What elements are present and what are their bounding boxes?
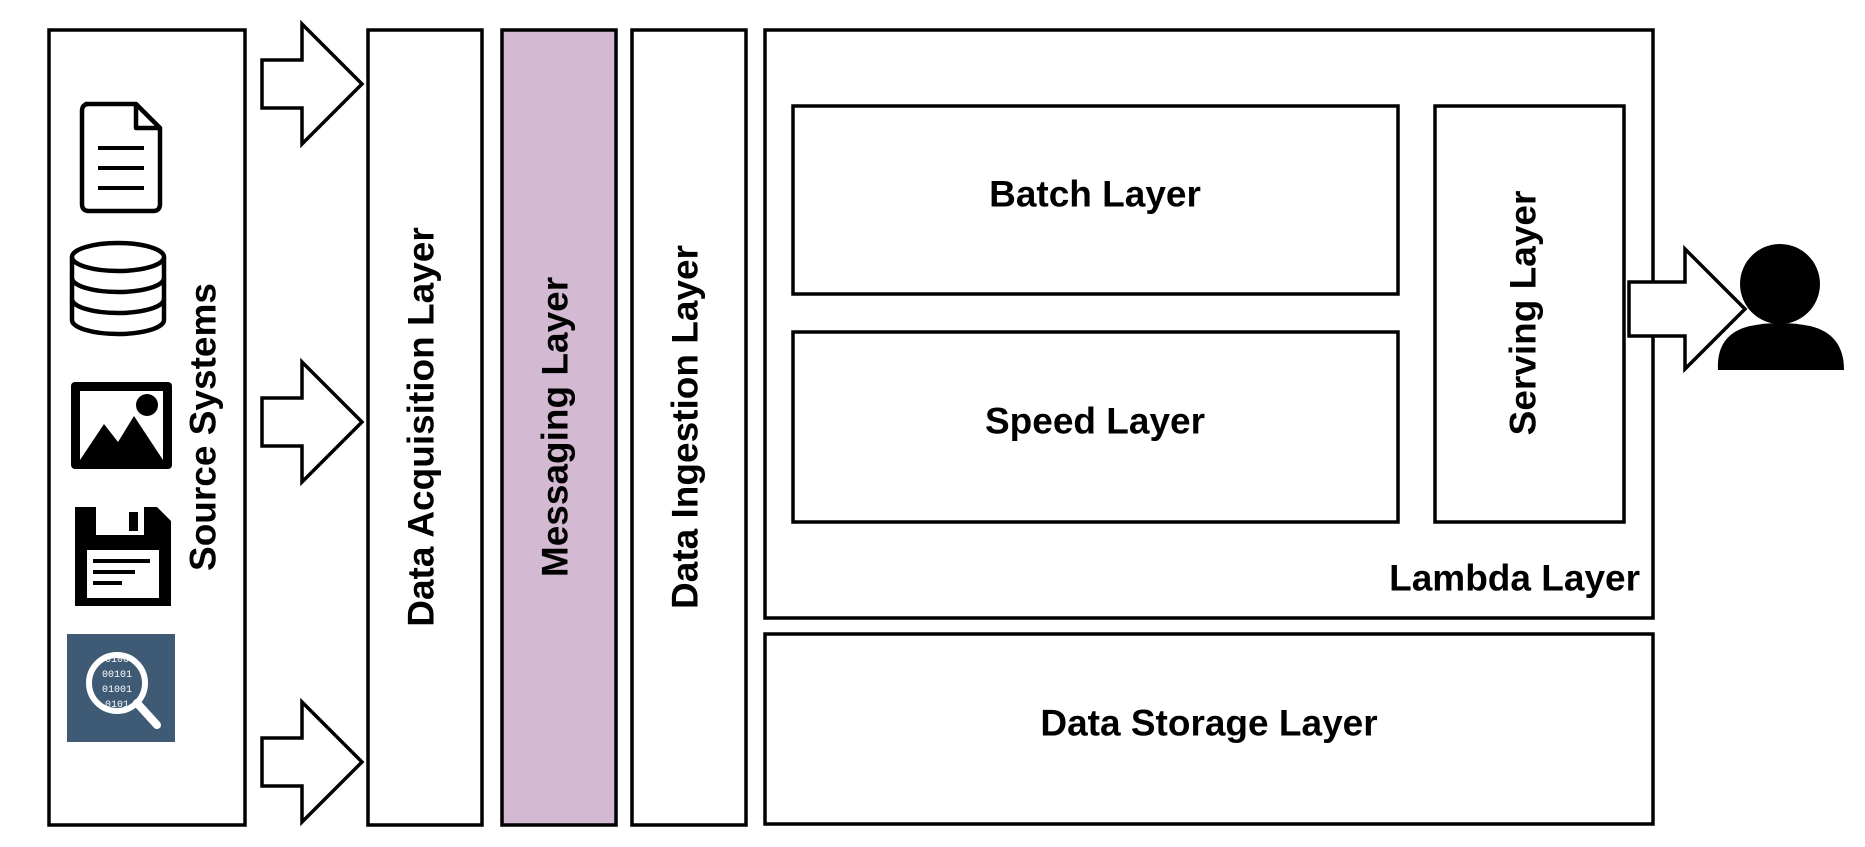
flow-arrows [260, 19, 365, 827]
binary-line-3: 01001 [102, 685, 132, 696]
user-icon [1717, 244, 1844, 370]
data-storage-layer-label: Data Storage Layer [1040, 703, 1377, 744]
arrow-right-icon [260, 19, 365, 149]
arrow-right-icon [260, 357, 365, 487]
data-search-icon: 0100 00101 01001 0101 [67, 634, 175, 742]
messaging-layer-label: Messaging Layer [535, 277, 576, 577]
arrow-right-icon [260, 697, 365, 827]
speed-layer: Speed Layer [791, 330, 1400, 524]
binary-line-2: 00101 [102, 670, 132, 681]
batch-layer: Batch Layer [791, 104, 1400, 296]
source-systems-panel: 0100 00101 01001 0101 Source Systems [47, 28, 247, 827]
serving-layer: Serving Layer [1433, 104, 1626, 524]
floppy-disk-icon [75, 507, 171, 606]
data-storage-layer: Data Storage Layer [763, 632, 1655, 826]
database-icon [69, 240, 167, 337]
document-icon [79, 101, 163, 214]
source-systems-label: Source Systems [183, 283, 224, 571]
lambda-layer: Batch Layer Speed Layer Serving Layer La… [763, 28, 1655, 620]
data-acquisition-layer: Data Acquisition Layer [366, 28, 484, 827]
messaging-layer: Messaging Layer [500, 28, 618, 827]
serving-layer-label: Serving Layer [1503, 191, 1544, 436]
arrow-right-icon [1627, 244, 1748, 374]
data-ingestion-layer: Data Ingestion Layer [630, 28, 748, 827]
lambda-layer-label: Lambda Layer [1389, 558, 1640, 599]
data-acquisition-layer-label: Data Acquisition Layer [401, 227, 442, 627]
speed-layer-label: Speed Layer [985, 401, 1205, 442]
binary-line-4: 0101 [105, 700, 129, 711]
batch-layer-label: Batch Layer [989, 174, 1201, 215]
image-icon [71, 382, 172, 469]
binary-line-1: 0100 [105, 655, 129, 666]
data-ingestion-layer-label: Data Ingestion Layer [665, 245, 706, 609]
